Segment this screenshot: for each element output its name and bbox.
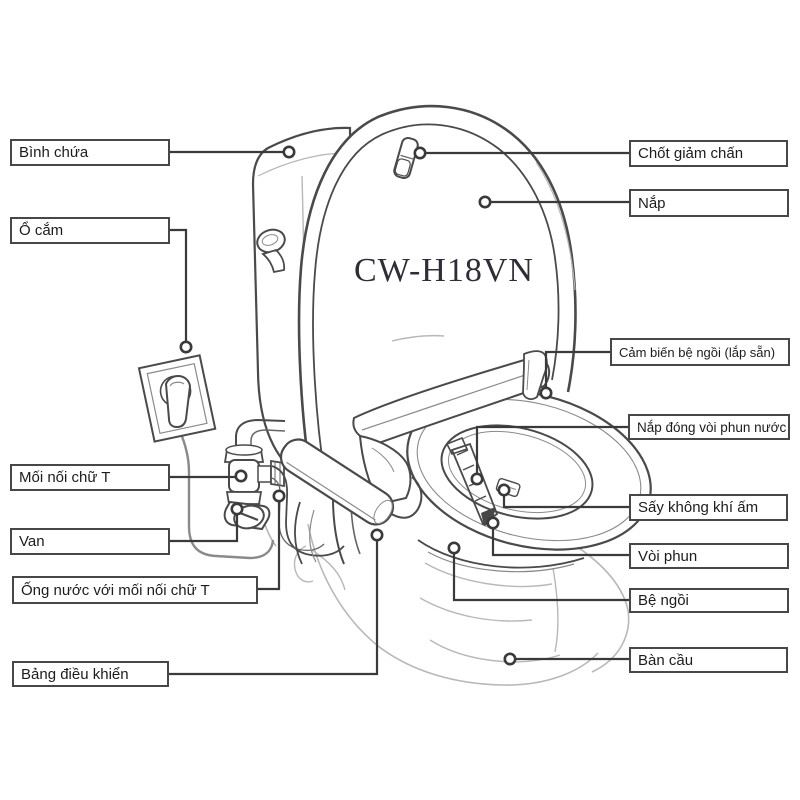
callout-dots — [179, 145, 553, 666]
callout-dot-bang-dieu-khien — [370, 528, 384, 542]
flush-handle — [256, 228, 286, 274]
lid-outline — [297, 104, 577, 487]
callout-dot-voi-phun — [486, 516, 500, 530]
power-cord — [175, 423, 275, 560]
callout-dot-say — [497, 483, 511, 497]
model-text: CW-H18VN — [354, 252, 534, 289]
callout-dot-o-cam — [179, 340, 193, 354]
power-plug — [164, 374, 192, 429]
damper-pin — [393, 136, 419, 180]
label-cam-bien-be-ngoi: Cảm biến bệ ngồi (lắp sẵn) — [610, 338, 790, 366]
label-chot-giam-chan: Chốt giảm chấn — [629, 140, 788, 167]
label-bang-dieu-khien: Bảng điều khiển — [12, 661, 169, 687]
plumbing — [223, 418, 345, 557]
label-nap: Nắp — [629, 189, 789, 217]
label-ong-nuoc: Ống nước với mối nối chữ T — [12, 576, 258, 604]
callout-dot-ong-nuoc — [272, 489, 286, 503]
supply-pipe — [235, 418, 286, 452]
spray-nozzle — [445, 436, 499, 526]
lid-inner-line — [312, 123, 560, 479]
control-panel-body — [279, 438, 395, 526]
label-moi-noi-chu-t: Mối nối chữ T — [10, 464, 170, 491]
callout-dot-binh-chua — [282, 145, 296, 159]
power-outlet — [137, 354, 217, 443]
callout-dot-moi-noi — [234, 469, 248, 483]
seat-underside-edge — [417, 539, 585, 573]
callout-dot-cam-bien — [539, 386, 553, 400]
label-nap-dong-voi-phun: Nắp đóng vòi phun nước — [628, 414, 790, 440]
label-be-ngoi: Bệ ngồi — [629, 588, 789, 613]
water-hose — [271, 465, 345, 557]
callout-dot-chot-giam-chan — [413, 146, 427, 160]
connector-lines — [168, 150, 629, 676]
label-van: Van — [10, 528, 170, 555]
callout-dot-nap-dong — [470, 472, 484, 486]
control-panel — [279, 438, 423, 565]
seat-ring — [406, 389, 652, 551]
seat-ring-opening — [440, 424, 594, 520]
label-binh-chua: Bình chứa — [10, 139, 170, 166]
callout-dot-nap — [478, 195, 492, 209]
label-ban-cau: Bàn cầu — [629, 647, 788, 673]
callout-dot-be-ngoi — [447, 541, 461, 555]
label-voi-phun: Vòi phun — [629, 543, 789, 569]
label-say-khong-khi-am: Sấy không khí ấm — [629, 494, 788, 521]
callout-dot-ban-cau — [503, 652, 517, 666]
callout-dot-van — [230, 502, 244, 516]
label-o-cam: Ổ cắm — [10, 217, 170, 244]
